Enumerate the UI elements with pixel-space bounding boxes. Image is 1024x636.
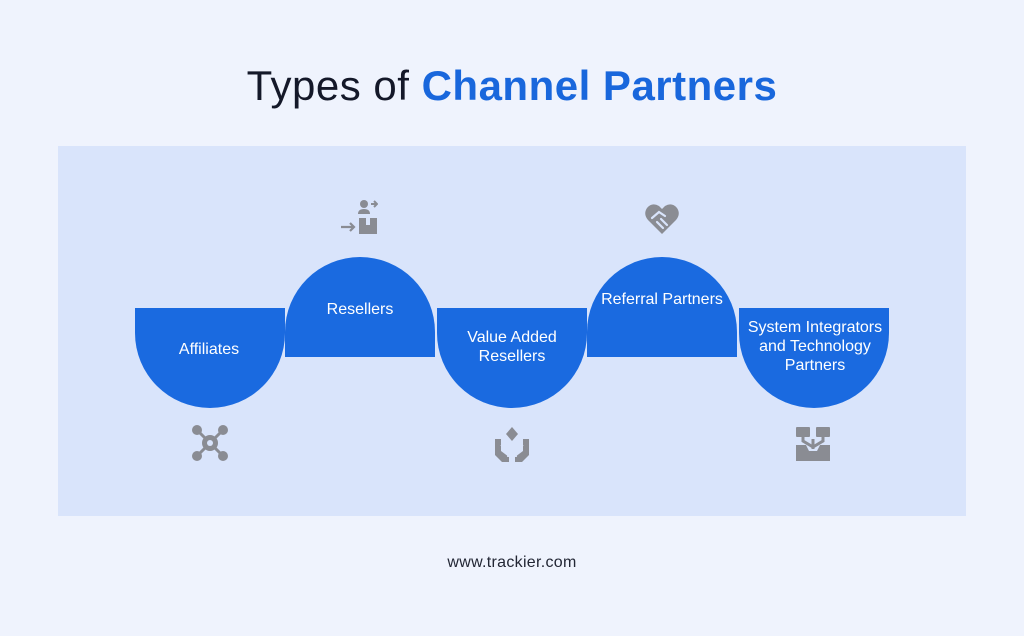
person-box-transfer-icon (340, 198, 378, 236)
title-part-1: Types of (246, 62, 410, 109)
label-value-added-resellers: Value Added Resellers (467, 329, 557, 365)
page-title: Types of Channel Partners (0, 62, 1024, 110)
label-system-integrators: System Integrators and Technology Partne… (747, 319, 883, 374)
title-part-2: Channel Partners (421, 62, 778, 109)
website-footer: www.trackier.com (447, 554, 577, 571)
shape-resellers (285, 257, 435, 357)
network-nodes-icon (191, 424, 229, 462)
shape-affiliates (135, 308, 285, 408)
label-referral-partners: Referral Partners (601, 291, 723, 308)
hands-diamond-icon (493, 425, 531, 463)
label-resellers: Resellers (326, 301, 394, 318)
handshake-heart-icon (643, 200, 681, 238)
integration-tray-icon (794, 425, 832, 463)
label-affiliates: Affiliates (178, 341, 240, 358)
shape-value-added-resellers (437, 308, 587, 408)
shape-referral-partners (587, 257, 737, 357)
shape-system-integrators (739, 308, 889, 408)
